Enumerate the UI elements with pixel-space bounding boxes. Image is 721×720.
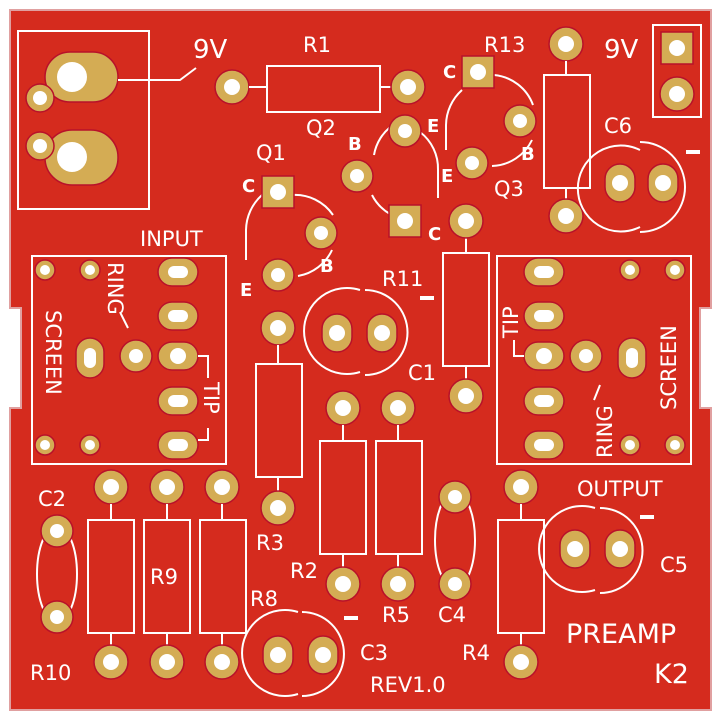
q1-pin-e: E — [240, 280, 252, 301]
power-in-label: 9V — [193, 35, 228, 65]
capacitor-c2: C2 — [36, 487, 78, 634]
resistor-r9-group: R9 R10 — [30, 469, 247, 685]
q3-pin-b: B — [521, 144, 535, 165]
resistor-r1: R1 — [249, 33, 426, 113]
c3-label: C3 — [360, 641, 388, 665]
c2-label: C2 — [38, 487, 66, 511]
r13-label: R13 — [484, 33, 525, 57]
input-screen-label: SCREEN — [41, 310, 65, 395]
input-label: INPUT — [140, 227, 203, 251]
resistor-r5: R5 — [375, 390, 423, 627]
resistor-r4: R4 — [462, 469, 545, 680]
transistor-q3: Q3 C B E — [441, 55, 537, 201]
r4-label: R4 — [462, 641, 490, 665]
power-out-label: 9V — [604, 35, 639, 65]
q2-pin-c: C — [428, 224, 441, 245]
c1-label: C1 — [408, 361, 436, 385]
c6-label: C6 — [604, 114, 632, 138]
r8-label: R8 — [250, 587, 278, 611]
board-model: K2 — [654, 659, 689, 690]
resistor-r3: R3 — [255, 310, 303, 555]
output-screen-label: SCREEN — [657, 325, 681, 410]
q1-pin-c: C — [242, 176, 255, 197]
board-outline — [9, 9, 712, 711]
c4-label: C4 — [438, 603, 466, 627]
r9-label: R9 — [150, 565, 178, 589]
board-revision: REV1.0 — [370, 673, 446, 697]
input-ring-label: RING — [103, 262, 127, 315]
input-jack: INPUT RING TIP SCREEN — [31, 227, 227, 465]
r2-label: R2 — [290, 559, 318, 583]
q3-label: Q3 — [494, 177, 524, 201]
output-ring-label: RING — [593, 405, 617, 458]
q2-pin-b: B — [348, 134, 362, 155]
r11-label: R11 — [382, 267, 423, 291]
capacitor-c1: C1 — [303, 287, 436, 385]
resistor-r2: R2 — [290, 390, 367, 602]
transistor-q1: Q1 C B E — [240, 141, 338, 301]
q2-label: Q2 — [306, 116, 336, 140]
c5-label: C5 — [660, 553, 688, 577]
q3-pin-c: C — [443, 62, 456, 83]
power-header — [652, 24, 702, 118]
q2-pin-e: E — [427, 116, 439, 137]
r3-label: R3 — [256, 531, 284, 555]
capacitor-c3: R8 C3 — [241, 587, 388, 697]
r5-label: R5 — [382, 603, 410, 627]
input-tip-label: TIP — [199, 381, 223, 414]
r10-label: R10 — [30, 661, 71, 685]
power-jack — [17, 30, 197, 210]
capacitor-c5: C5 — [538, 505, 688, 594]
resistor-r11 — [442, 203, 490, 414]
r1-label: R1 — [303, 33, 331, 57]
q3-pin-e: E — [441, 166, 453, 187]
capacitor-c6: C6 — [576, 114, 700, 233]
resistor-r13: R13 — [484, 26, 591, 234]
output-label: OUTPUT — [577, 477, 663, 501]
transistor-q2: Q2 B E C — [306, 114, 441, 245]
board-name: PREAMP — [566, 619, 676, 650]
capacitor-c4: C4 — [434, 480, 476, 627]
output-tip-label: TIP — [499, 306, 523, 339]
q1-label: Q1 — [256, 141, 286, 165]
output-jack: OUTPUT TIP RING SCREEN — [496, 255, 692, 501]
